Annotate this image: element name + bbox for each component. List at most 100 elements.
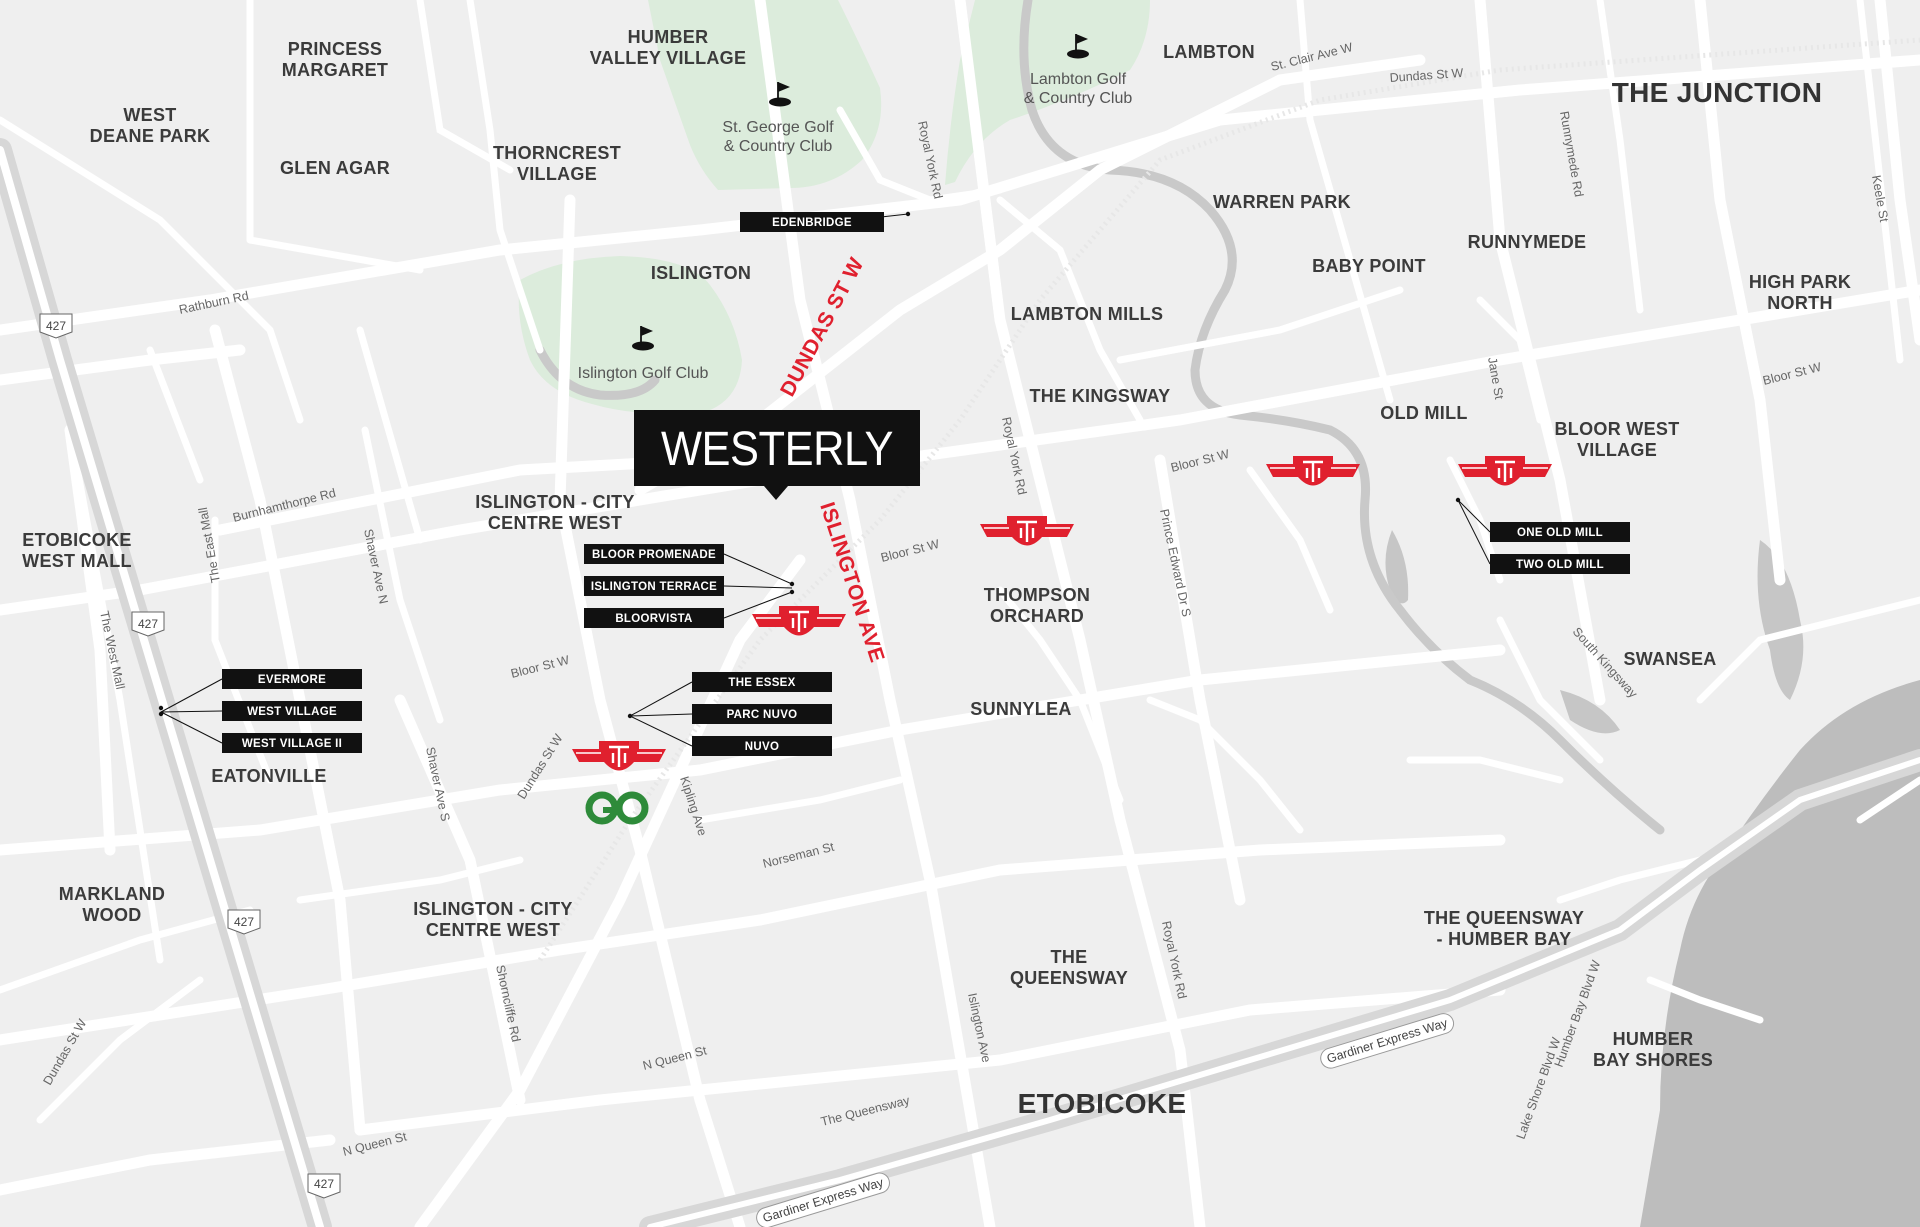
dev-tag-bloor-promenade: BLOOR PROMENADE <box>584 544 724 564</box>
humber-pond <box>1385 530 1409 604</box>
st-george-golf-label-line1: St. George Golf <box>722 119 834 136</box>
queen-west-road <box>0 1134 336 1196</box>
dev-tag-label: NUVO <box>745 741 779 753</box>
hood-islington-ccw-north-1: ISLINGTON - CITY <box>475 492 634 512</box>
hood-bloor-west-1: BLOOR WEST <box>1555 419 1680 439</box>
dev-tag-label: BLOOR PROMENADE <box>592 549 716 561</box>
rail-lines <box>537 37 1920 962</box>
royal-york-road <box>954 0 1206 1227</box>
hood-the-junction: THE JUNCTION <box>1612 77 1823 108</box>
highway-shield: 427 <box>227 909 261 935</box>
dev-tag-bloorvista: BLOORVISTA <box>584 608 724 628</box>
st-george-golf-area <box>648 0 882 190</box>
highway-shield: 427 <box>39 313 73 339</box>
westerly-logo-text: WESTERLY <box>661 423 893 476</box>
dev-tag-evermore: EVERMORE <box>222 669 362 689</box>
hood-west-deane-park-1: WEST <box>123 105 176 125</box>
dundas-sw-road <box>414 554 806 1227</box>
shield-text: 427 <box>138 617 158 631</box>
gardiner-expressway <box>639 749 1920 1227</box>
kipling-ave-road <box>554 194 746 1227</box>
road-label-dundas-ne: Dundas St W <box>1389 66 1464 85</box>
highway-shields: 427 427 427 427 <box>39 313 341 1199</box>
hood-humber-bay-shores-2: BAY SHORES <box>1593 1050 1713 1070</box>
hood-etobicoke-west-mall-1: ETOBICOKE <box>22 530 131 550</box>
shield-text: 427 <box>314 1177 334 1191</box>
lambton-golf-label-line1: Lambton Golf <box>1030 71 1127 88</box>
dev-tag-the-essex: THE ESSEX <box>692 672 832 692</box>
parks <box>518 0 1150 414</box>
westerly-marker-box[interactable] <box>634 410 920 486</box>
hood-warren-park: WARREN PARK <box>1213 192 1351 212</box>
hood-princess-margaret-2: MARGARET <box>282 60 388 80</box>
hood-etobicoke-west-mall-2: WEST MALL <box>22 551 132 571</box>
keele-road <box>1874 0 1920 346</box>
dev-tag-label: EVERMORE <box>258 674 326 686</box>
highway-shield: 427 <box>131 611 165 637</box>
hood-the-queensway-1: THE <box>1051 947 1088 967</box>
shield-text: 427 <box>46 319 66 333</box>
hood-old-mill: OLD MILL <box>1380 403 1467 423</box>
islington-golf-label: Islington Golf Club <box>578 365 709 382</box>
hood-eatonville: EATONVILLE <box>211 766 326 786</box>
dev-tag-west-village-ii: WEST VILLAGE II <box>222 733 362 753</box>
hood-lambton: LAMBTON <box>1163 42 1255 62</box>
dev-tag-west-village: WEST VILLAGE <box>222 701 362 721</box>
hood-the-queensway-2: QUEENSWAY <box>1010 968 1128 988</box>
hood-islington-ccw-south-1: ISLINGTON - CITY <box>413 899 572 919</box>
hood-runnymede: RUNNYMEDE <box>1468 232 1587 252</box>
hood-humber-bay-shores-1: HUMBER <box>1613 1029 1694 1049</box>
shorncliffe-road <box>394 694 526 1106</box>
hood-islington-ccw-south-2: CENTRE WEST <box>426 920 560 940</box>
shield-text: 427 <box>234 915 254 929</box>
hood-princess-margaret-1: PRINCESS <box>288 39 382 59</box>
dev-tag-label: WEST VILLAGE II <box>242 738 342 750</box>
humber-marsh <box>1757 540 1804 700</box>
dev-tag-two-old-mill: TWO OLD MILL <box>1490 554 1630 574</box>
hood-islington: ISLINGTON <box>651 263 751 283</box>
hood-islington-ccw-north-2: CENTRE WEST <box>488 513 622 533</box>
hood-thompson-orchard-2: ORCHARD <box>990 606 1084 626</box>
dev-tag-label: ISLINGTON TERRACE <box>591 581 717 593</box>
dev-tag-nuvo: NUVO <box>692 736 832 756</box>
hood-swansea: SWANSEA <box>1623 649 1716 669</box>
hood-thompson-orchard-1: THOMPSON <box>984 585 1090 605</box>
jane-runnymede-road <box>1474 0 1606 706</box>
hood-lambton-mills: LAMBTON MILLS <box>1011 304 1164 324</box>
west-mall-road <box>64 424 116 856</box>
hood-etobicoke: ETOBICOKE <box>1018 1088 1187 1119</box>
hood-sunnylea: SUNNYLEA <box>970 699 1071 719</box>
hood-queensway-humber-bay-1: THE QUEENSWAY <box>1424 908 1584 928</box>
dev-tag-label: ONE OLD MILL <box>1517 527 1603 539</box>
hood-thorncrest-1: THORNCREST <box>493 143 621 163</box>
hood-markland-wood-2: WOOD <box>82 905 141 925</box>
hood-high-park-north-1: HIGH PARK <box>1749 272 1851 292</box>
humber-bay-inlet <box>1560 690 1620 734</box>
hood-high-park-north-2: NORTH <box>1767 293 1833 313</box>
prince-edward-road <box>1154 454 1246 906</box>
dev-tag-label: BLOORVISTA <box>615 613 692 625</box>
dev-tag-label: TWO OLD MILL <box>1516 559 1604 571</box>
dev-tag-label: THE ESSEX <box>728 677 795 689</box>
east-mall-road <box>209 324 366 1136</box>
development-tags: EDENBRIDGE BLOOR PROMENADE ISLINGTON TER… <box>222 212 1630 756</box>
hood-queensway-humber-bay-2: - HUMBER BAY <box>1437 929 1572 949</box>
westerly-marker[interactable]: WESTERLY <box>634 410 920 500</box>
dev-tag-label: WEST VILLAGE <box>247 706 337 718</box>
hood-bloor-west-2: VILLAGE <box>1577 440 1657 460</box>
east-road <box>1694 0 1786 586</box>
hood-baby-point: BABY POINT <box>1312 256 1426 276</box>
dev-tag-edenbridge: EDENBRIDGE <box>740 212 884 232</box>
dev-tag-parc-nuvo: PARC NUVO <box>692 704 832 724</box>
n-queen-st-road <box>354 984 1506 1136</box>
hood-markland-wood-1: MARKLAND <box>59 884 165 904</box>
water <box>1385 530 1920 1227</box>
hood-glen-agar: GLEN AGAR <box>280 158 390 178</box>
mimico-creek <box>535 345 660 400</box>
st-george-golf-label-line2: & Country Club <box>724 138 833 155</box>
hood-humber-valley-1: HUMBER <box>628 27 709 47</box>
lambton-golf-area <box>945 0 1150 185</box>
neighbourhood-labels: PRINCESS MARGARET HUMBER VALLEY VILLAGE … <box>22 27 1851 1119</box>
hood-thorncrest-2: VILLAGE <box>517 164 597 184</box>
